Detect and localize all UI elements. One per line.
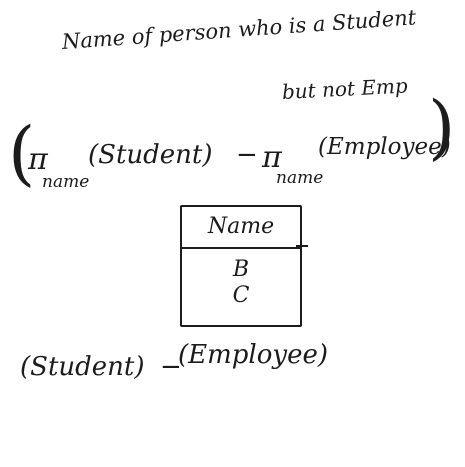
- table-body: B C: [182, 249, 300, 309]
- bottom-minus-operator: −: [160, 352, 182, 382]
- table-header-name: Name: [182, 207, 300, 249]
- expression-close-paren: ): [428, 86, 456, 168]
- table-row: B: [232, 257, 250, 282]
- projection-subscript-2: name: [276, 168, 324, 188]
- projection-symbol-2: π: [262, 140, 282, 175]
- expression-open-paren: (: [8, 112, 36, 194]
- relation-employee: (Employee): [318, 134, 451, 160]
- result-table: Name B C: [180, 205, 302, 327]
- table-row: C: [232, 283, 250, 308]
- note-line-1: Name of person who is a Student: [61, 5, 417, 54]
- relation-student: (Student): [88, 140, 213, 170]
- projection-symbol-1: π: [28, 142, 48, 177]
- projection-subscript-1: name: [42, 172, 90, 192]
- note-line-2: but not Emp: [281, 73, 409, 104]
- bottom-relation-student: (Student): [20, 352, 145, 382]
- bottom-relation-employee: (Employee): [178, 340, 328, 370]
- table-divider-extension: [296, 245, 308, 247]
- minus-operator: −: [236, 140, 258, 170]
